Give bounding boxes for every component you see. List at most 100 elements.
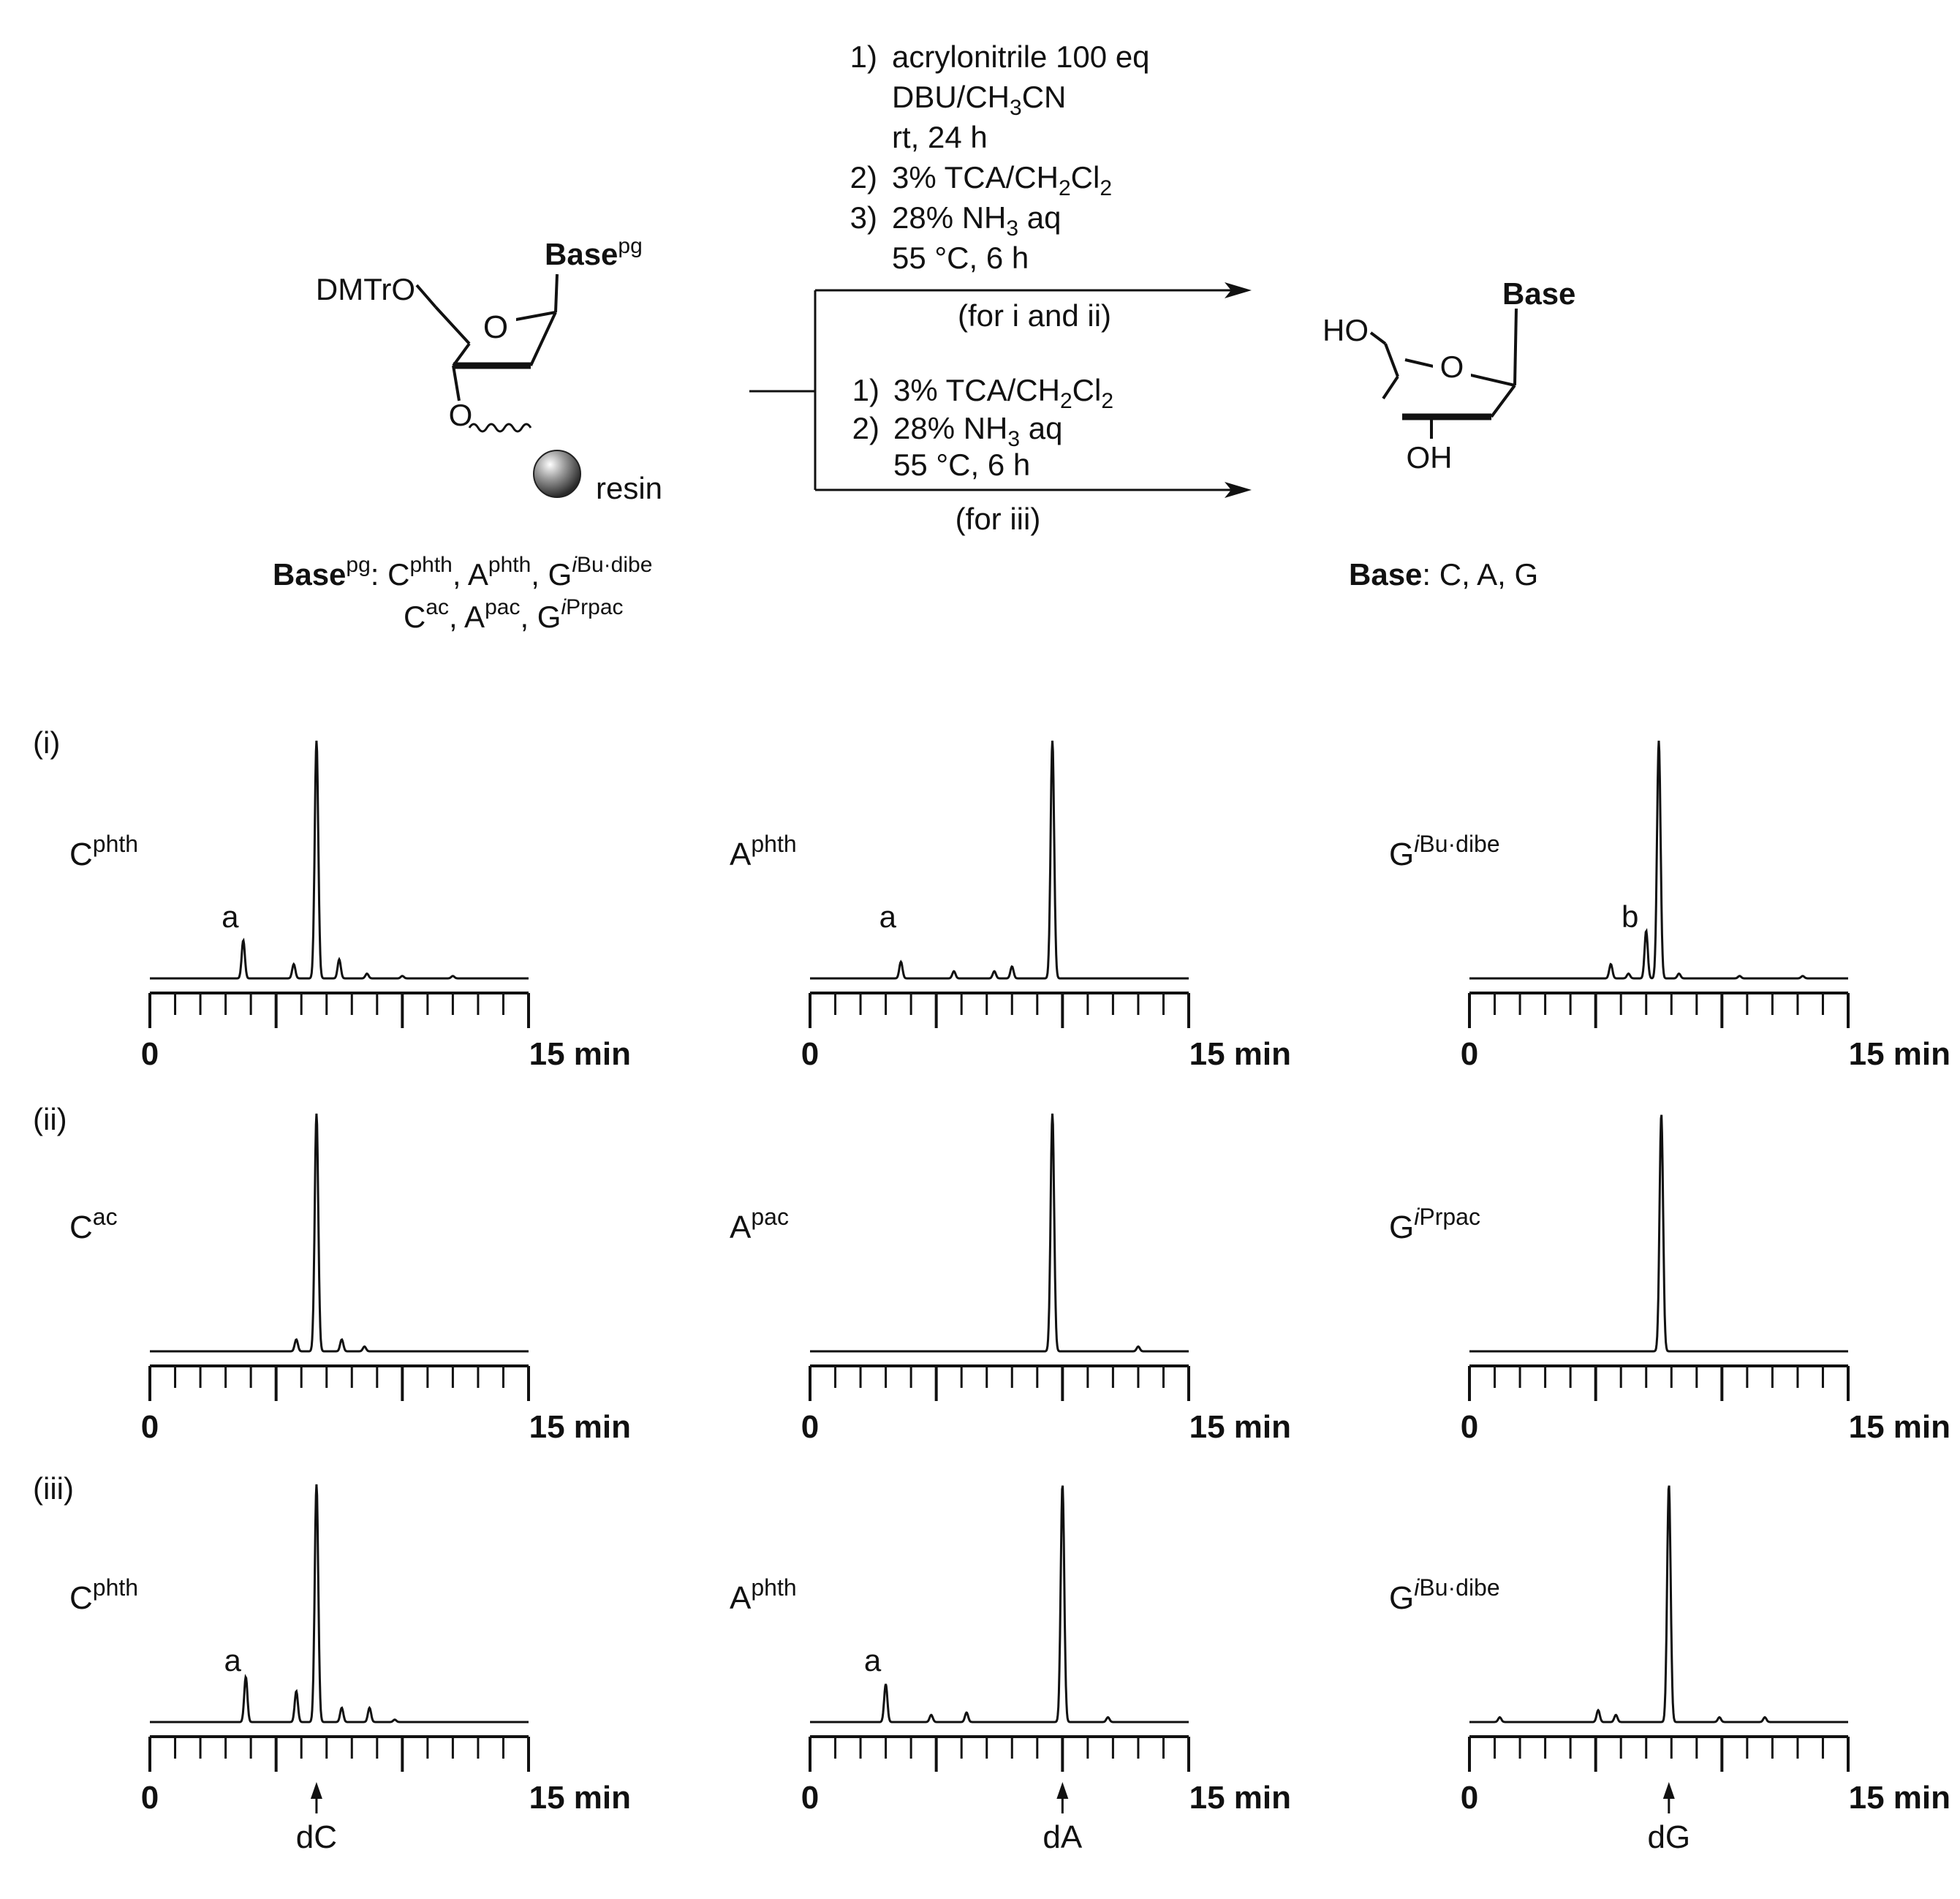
chromatogram-trace bbox=[810, 741, 1189, 978]
x-tick-label-end: 15 min bbox=[1189, 1409, 1291, 1445]
sm-bond bbox=[417, 285, 436, 307]
sm-dmtro: DMTrO bbox=[316, 272, 415, 306]
x-tick-label-end: 15 min bbox=[1189, 1036, 1291, 1072]
x-tick-label-start: 0 bbox=[141, 1409, 159, 1445]
peak-label: a bbox=[224, 1643, 242, 1677]
x-tick-label-end: 15 min bbox=[1849, 1780, 1950, 1816]
chromatogram-trace bbox=[810, 1114, 1189, 1351]
reference-arrow-head bbox=[311, 1782, 322, 1799]
x-tick-label-start: 0 bbox=[801, 1409, 819, 1445]
sm-bond bbox=[436, 307, 469, 344]
chromatogram-panel: 0 15 min Aphth a bbox=[730, 741, 1291, 1072]
sm-base: Basepg bbox=[545, 234, 643, 271]
chromatogram-trace bbox=[810, 1486, 1189, 1722]
compound-label: Apac bbox=[730, 1204, 789, 1245]
chromatogram-panel: 0 15 min Cphth a bbox=[69, 741, 631, 1072]
conditions-top: 1) acrylonitrile 100 eq DBU/CH3CN rt, 24… bbox=[850, 39, 1150, 333]
cond-top-line3: rt, 24 h bbox=[892, 120, 988, 154]
cond-bot-line1: 3% TCA/CH2Cl2 bbox=[893, 373, 1113, 413]
sm-caption-line1: Basepg: Cphth, Aphth, GiBu·dibe bbox=[273, 553, 652, 592]
compound-label: GiBu·dibe bbox=[1389, 1574, 1500, 1616]
sm-bond bbox=[556, 274, 557, 312]
cond-top-note: (for i and ii) bbox=[958, 298, 1111, 333]
chromatogram-trace bbox=[1469, 1115, 1848, 1351]
peak-label: a bbox=[879, 899, 897, 934]
pr-bond bbox=[1385, 344, 1398, 377]
cond-bot-note: (for iii) bbox=[956, 502, 1041, 536]
compound-label: Cphth bbox=[69, 831, 138, 872]
pr-bond bbox=[1515, 309, 1516, 385]
compound-label: Cphth bbox=[69, 1574, 138, 1616]
cond-top-line5: 28% NH3 aq bbox=[892, 200, 1061, 241]
peak-label: a bbox=[222, 899, 239, 934]
peak-label: b bbox=[1622, 899, 1638, 934]
peak-label: a bbox=[864, 1643, 882, 1677]
compound-label: GiBu·dibe bbox=[1389, 831, 1500, 872]
chromatogram-trace bbox=[1469, 741, 1848, 978]
chromatogram-panel: 0 15 min GiBu·dibe dG bbox=[1389, 1484, 1950, 1855]
cond-bot-line3: 55 °C, 6 h bbox=[893, 448, 1030, 482]
cond-bot-num1: 1) bbox=[852, 373, 879, 407]
x-tick-label-start: 0 bbox=[1461, 1409, 1478, 1445]
resin-bead bbox=[534, 450, 580, 497]
pr-ring-o: O bbox=[1440, 350, 1464, 384]
cond-top-num3: 3) bbox=[850, 200, 877, 235]
chromatogram-trace bbox=[150, 1484, 529, 1722]
cond-top-line4: 3% TCA/CH2Cl2 bbox=[892, 160, 1112, 200]
pr-ring-bond bbox=[1383, 377, 1398, 399]
cond-top-line2: DBU/CH3CN bbox=[892, 80, 1066, 120]
reference-arrow-head bbox=[1663, 1782, 1675, 1799]
sm-resin-label: resin bbox=[596, 471, 662, 505]
cond-top-num2: 2) bbox=[850, 160, 877, 195]
chromatogram-panel: 0 15 min Cphth a dC bbox=[69, 1484, 631, 1855]
x-tick-label-start: 0 bbox=[801, 1036, 819, 1072]
x-tick-label-start: 0 bbox=[141, 1780, 159, 1816]
compound-label: GiPrpac bbox=[1389, 1204, 1480, 1245]
chromatogram-panel: 0 15 min Aphth a dA bbox=[730, 1484, 1291, 1855]
x-tick-label-start: 0 bbox=[801, 1780, 819, 1816]
x-tick-label-end: 15 min bbox=[529, 1036, 631, 1072]
pr-base: Base bbox=[1502, 276, 1575, 311]
pr-caption: Base: C, A, G bbox=[1349, 557, 1538, 592]
sm-wavy-linker bbox=[469, 424, 531, 431]
conditions-bottom: 1) 3% TCA/CH2Cl2 2) 28% NH3 aq 55 °C, 6 … bbox=[852, 373, 1113, 536]
sm-ring-bond bbox=[531, 312, 556, 366]
reference-label: dC bbox=[296, 1819, 337, 1855]
sm-bond bbox=[453, 366, 459, 401]
chromatogram-panel: 0 15 min GiBu·dibe b bbox=[1389, 741, 1950, 1072]
reference-label: dG bbox=[1647, 1819, 1690, 1855]
x-tick-label-end: 15 min bbox=[529, 1409, 631, 1445]
row-label: (iii) bbox=[33, 1471, 74, 1506]
cond-top-line6: 55 °C, 6 h bbox=[892, 241, 1029, 275]
pr-bond bbox=[1371, 333, 1385, 344]
row-label: (i) bbox=[33, 725, 60, 760]
reference-arrow-head bbox=[1056, 1782, 1068, 1799]
chromatogram-panel: 0 15 min Apac bbox=[730, 1114, 1291, 1445]
x-tick-label-start: 0 bbox=[1461, 1036, 1478, 1072]
pr-oh: OH bbox=[1407, 440, 1453, 475]
compound-label: Aphth bbox=[730, 831, 797, 872]
cond-bot-num2: 2) bbox=[852, 411, 879, 445]
chromatogram-trace bbox=[150, 1114, 529, 1351]
pr-ring-bond bbox=[1491, 385, 1515, 417]
x-tick-label-start: 0 bbox=[141, 1036, 159, 1072]
cond-top-line1: acrylonitrile 100 eq bbox=[892, 39, 1150, 74]
starting-material bbox=[417, 274, 557, 431]
x-tick-label-start: 0 bbox=[1461, 1780, 1478, 1816]
x-tick-label-end: 15 min bbox=[529, 1780, 631, 1816]
x-tick-label-end: 15 min bbox=[1849, 1036, 1950, 1072]
row-label: (ii) bbox=[33, 1102, 67, 1136]
sm-link-o: O bbox=[449, 398, 473, 432]
compound-label: Aphth bbox=[730, 1574, 797, 1616]
sm-ring-o: O bbox=[483, 309, 508, 345]
x-tick-label-end: 15 min bbox=[1189, 1780, 1291, 1816]
reference-label: dA bbox=[1043, 1819, 1082, 1855]
sm-caption-line2: Cac, Apac, GiPrpac bbox=[404, 595, 624, 634]
chromatogram-trace bbox=[1469, 1486, 1848, 1722]
x-tick-label-end: 15 min bbox=[1849, 1409, 1950, 1445]
chromatogram-trace bbox=[150, 741, 529, 978]
